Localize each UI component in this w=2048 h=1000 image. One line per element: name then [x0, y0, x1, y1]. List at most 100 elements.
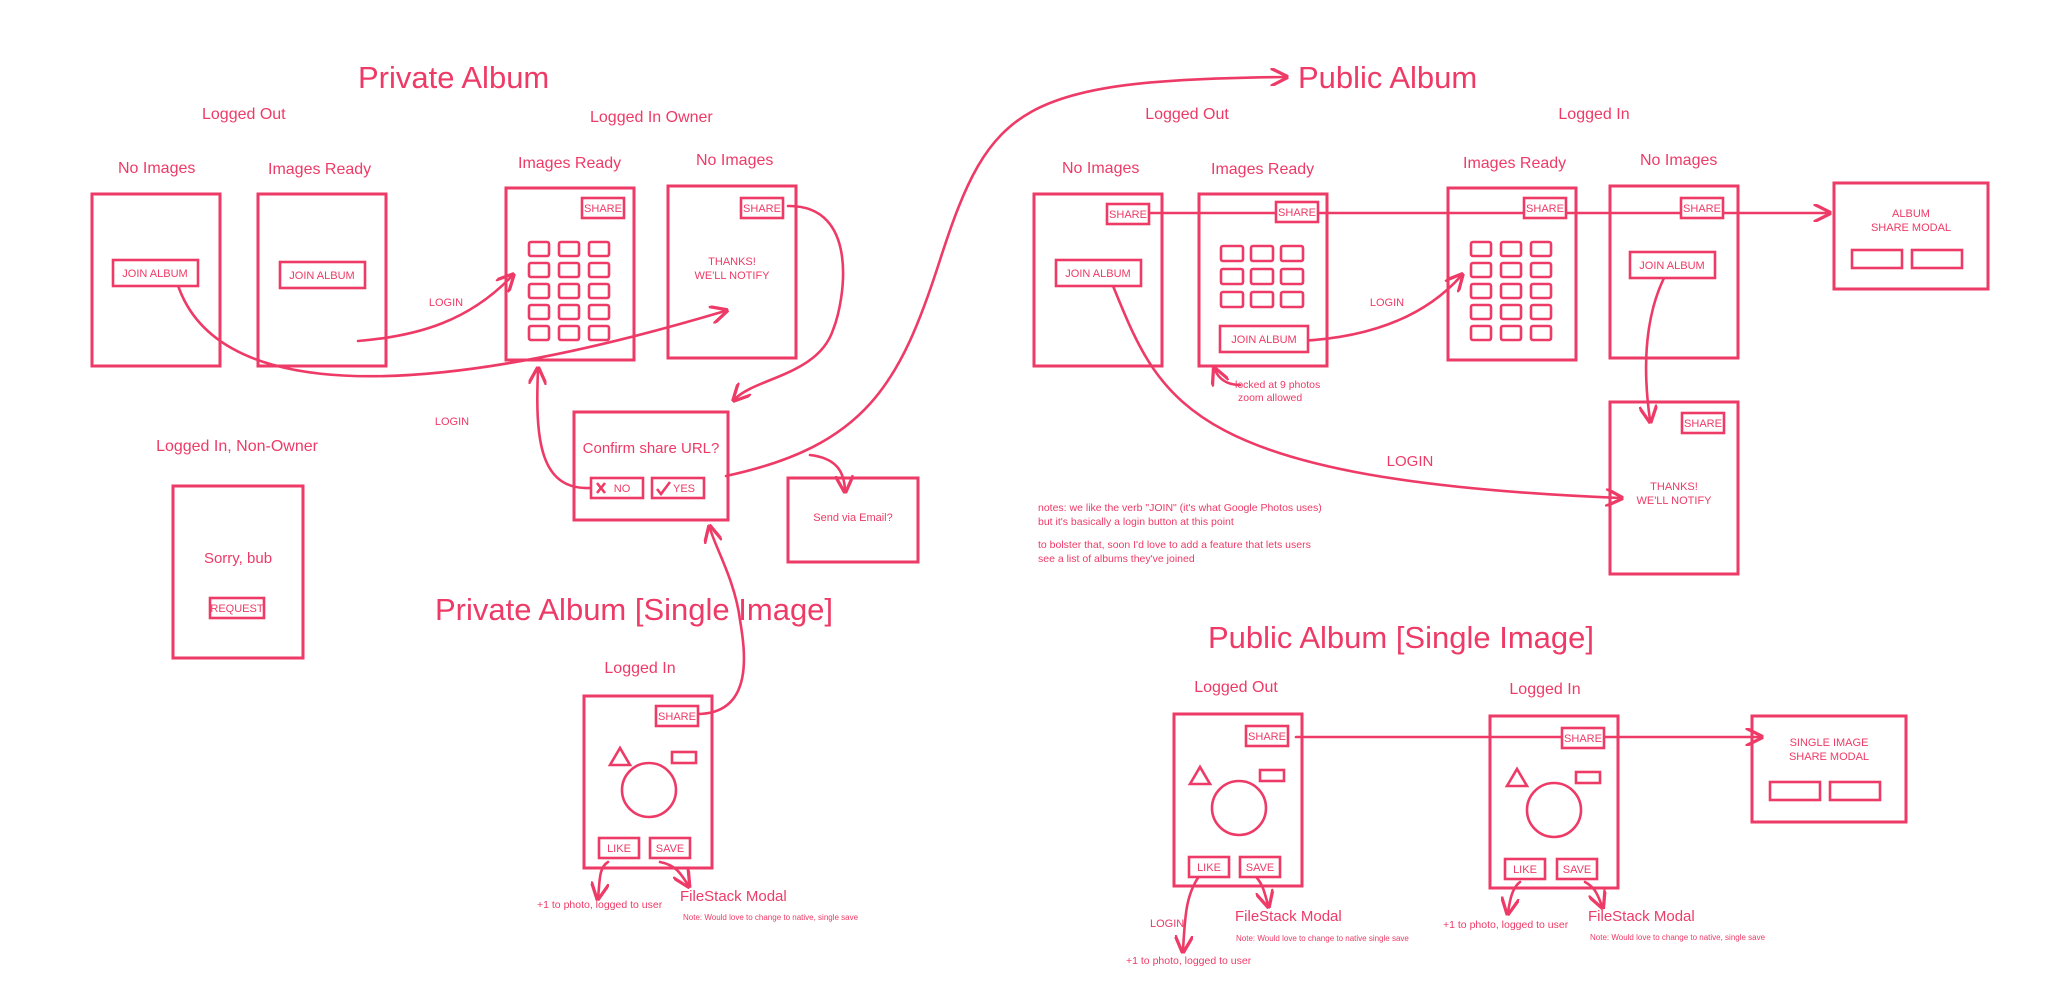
image-thumbnail[interactable]: [587, 282, 611, 300]
svg-text:YES: YES: [673, 483, 695, 495]
modal-button-placeholder[interactable]: [1910, 248, 1964, 270]
share-button[interactable]: SHARE: [1679, 196, 1725, 220]
notes-line-4: see a list of albums they've joined: [1038, 553, 1195, 565]
like-button[interactable]: LIKE: [1187, 855, 1231, 879]
private-single-logged-in-label: Logged In: [604, 660, 675, 677]
image-thumbnail[interactable]: [1499, 324, 1523, 342]
svg-text:SHARE: SHARE: [658, 711, 696, 723]
join-album-button[interactable]: JOIN ALBUM: [1054, 258, 1143, 288]
join-album-button[interactable]: JOIN ALBUM: [1218, 324, 1310, 354]
image-thumbnail[interactable]: [557, 303, 581, 321]
image-thumbnail[interactable]: [1469, 324, 1493, 342]
image-thumbnail[interactable]: [1469, 240, 1493, 258]
login-label: LOGIN: [429, 297, 463, 309]
svg-text:LIKE: LIKE: [1513, 864, 1537, 876]
image-thumbnail[interactable]: [527, 261, 551, 279]
image-thumbnail[interactable]: [557, 282, 581, 300]
image-thumbnail[interactable]: [1529, 324, 1553, 342]
image-thumbnail[interactable]: [1499, 303, 1523, 321]
image-thumb-placeholder: [670, 750, 698, 765]
image-thumb-placeholder: [1574, 770, 1602, 785]
image-thumbnail[interactable]: [1529, 261, 1553, 279]
yes-button[interactable]: YES: [650, 476, 706, 500]
share-button[interactable]: SHARE: [1680, 411, 1726, 435]
image-thumbnail[interactable]: [557, 261, 581, 279]
like-button[interactable]: LIKE: [597, 836, 641, 860]
image-thumbnail[interactable]: [1279, 290, 1305, 309]
share-button[interactable]: SHARE: [1560, 726, 1606, 750]
private-non-owner-screen: [171, 484, 305, 660]
image-thumbnail[interactable]: [1249, 290, 1275, 309]
public-logged-out-images-ready-screen: [1197, 192, 1329, 368]
svg-text:SHARE: SHARE: [584, 203, 622, 215]
image-thumbnail[interactable]: [1219, 244, 1245, 263]
join-album-button[interactable]: JOIN ALBUM: [111, 258, 200, 288]
share-button[interactable]: SHARE: [1105, 202, 1151, 226]
svg-text:SHARE: SHARE: [743, 203, 781, 215]
image-thumbnail[interactable]: [527, 240, 551, 258]
confirm-share-modal: [572, 410, 730, 522]
public-no-images-label: No Images: [1062, 160, 1139, 177]
share-button[interactable]: SHARE: [1522, 196, 1568, 220]
share-button[interactable]: SHARE: [1274, 200, 1320, 224]
svg-text:JOIN ALBUM: JOIN ALBUM: [289, 270, 354, 282]
public-images-ready-label: Images Ready: [1211, 161, 1314, 178]
image-thumbnail[interactable]: [527, 282, 551, 300]
image-thumbnail[interactable]: [1279, 267, 1305, 286]
modal-button-placeholder[interactable]: [1850, 248, 1904, 270]
image-thumbnail[interactable]: [527, 303, 551, 321]
save-button[interactable]: SAVE: [1238, 855, 1282, 879]
arrow-share-to-confirm: [735, 204, 845, 399]
image-thumbnail[interactable]: [557, 324, 581, 342]
image-thumbnail[interactable]: [1469, 282, 1493, 300]
check-icon: [655, 481, 672, 497]
join-album-button[interactable]: JOIN ALBUM: [278, 260, 367, 290]
private-images-ready-label: Images Ready: [268, 161, 371, 178]
image-thumbnail[interactable]: [557, 240, 581, 258]
svg-text:SHARE: SHARE: [1564, 733, 1602, 745]
svg-text:SHARE: SHARE: [1684, 418, 1722, 430]
image-thumbnail[interactable]: [1499, 282, 1523, 300]
image-thumbnail[interactable]: [1499, 261, 1523, 279]
send-via-email-box: [786, 476, 920, 564]
image-thumbnail[interactable]: [587, 261, 611, 279]
no-button[interactable]: NO: [589, 476, 645, 500]
modal-button-placeholder[interactable]: [1828, 780, 1882, 802]
image-thumbnail[interactable]: [1469, 261, 1493, 279]
private-logged-out-no-images-screen: [90, 192, 222, 368]
send-via-email-text: Send via Email?: [813, 512, 893, 524]
share-button[interactable]: SHARE: [580, 196, 626, 220]
share-button[interactable]: SHARE: [1244, 724, 1290, 748]
image-thumbnail[interactable]: [1529, 303, 1553, 321]
image-thumbnail[interactable]: [1499, 240, 1523, 258]
image-thumbnail[interactable]: [1249, 267, 1275, 286]
like-button[interactable]: LIKE: [1503, 857, 1547, 881]
share-button[interactable]: SHARE: [654, 704, 700, 728]
image-thumbnail[interactable]: [1529, 282, 1553, 300]
arrow-private-login-from-logged-out: [356, 276, 512, 343]
image-thumbnail[interactable]: [1249, 244, 1275, 263]
save-button[interactable]: SAVE: [1555, 857, 1599, 881]
image-thumbnail[interactable]: [587, 303, 611, 321]
image-thumbnail[interactable]: [1469, 303, 1493, 321]
image-thumbnail[interactable]: [527, 324, 551, 342]
modal-button-placeholder[interactable]: [1768, 780, 1822, 802]
join-album-button[interactable]: JOIN ALBUM: [1628, 250, 1717, 280]
image-thumb-placeholder: [1258, 768, 1286, 783]
image-thumbnail[interactable]: [1529, 240, 1553, 258]
svg-text:LIKE: LIKE: [1197, 862, 1221, 874]
image-thumbnail[interactable]: [1219, 290, 1245, 309]
image-thumbnail[interactable]: [587, 240, 611, 258]
save-button[interactable]: SAVE: [648, 836, 692, 860]
image-thumbnail[interactable]: [1219, 267, 1245, 286]
image-thumbnail[interactable]: [1279, 244, 1305, 263]
image-thumbnail[interactable]: [587, 324, 611, 342]
private-owner-images-ready-label: Images Ready: [518, 155, 621, 172]
svg-text:SAVE: SAVE: [1246, 862, 1275, 874]
plus-one-note: +1 to photo, logged to user: [1443, 919, 1569, 931]
private-owner-no-images-label: No Images: [696, 152, 773, 169]
request-button[interactable]: REQUEST: [208, 596, 266, 620]
share-button[interactable]: SHARE: [739, 196, 785, 220]
circle-image-placeholder: [620, 761, 678, 819]
